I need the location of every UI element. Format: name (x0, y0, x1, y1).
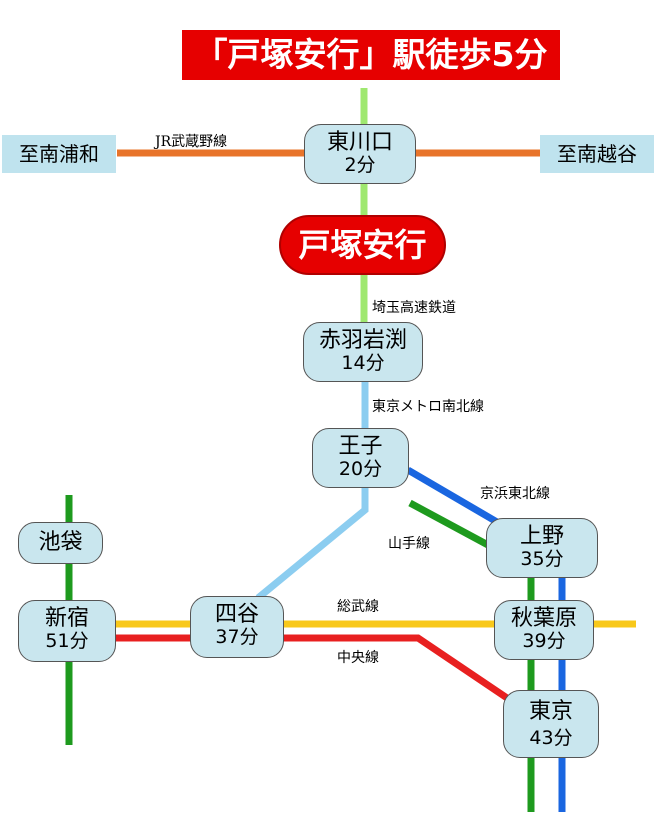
station-tokyo: 東京 43分 (503, 690, 599, 758)
home-station: 戸塚安行 (279, 215, 446, 275)
station-higashikawaguchi: 東川口 2分 (304, 124, 416, 184)
yamanote-line-north (408, 499, 490, 549)
station-time: 43分 (529, 727, 573, 749)
destination-west: 至南浦和 (2, 135, 116, 173)
keihin-tohoku-line (406, 466, 499, 526)
station-ikebukuro: 池袋 (18, 522, 103, 564)
station-name: 池袋 (38, 530, 83, 555)
station-name: 上野 (519, 524, 564, 549)
station-oji: 王子 20分 (312, 428, 409, 488)
station-time: 35分 (520, 548, 564, 570)
label-musashino-line: JR武蔵野線 (155, 134, 228, 150)
station-name: 秋葉原 (510, 606, 577, 631)
destination-east: 至南越谷 (540, 135, 654, 173)
station-name: 王子 (338, 434, 383, 459)
label-chuo-line: 中央線 (337, 650, 379, 666)
station-shinjuku: 新宿 51分 (18, 600, 116, 662)
station-yotsuya: 四谷 37分 (190, 596, 284, 658)
station-name: 四谷 (214, 602, 259, 627)
station-time: 20分 (338, 458, 383, 480)
label-yamanote-line: 山手線 (388, 536, 430, 552)
label-namboku-line: 東京メトロ南北線 (372, 399, 484, 415)
station-name: 東川口 (326, 130, 393, 155)
station-time: 37分 (215, 626, 259, 648)
station-akihabara: 秋葉原 39分 (494, 600, 594, 660)
station-akabaneiwabuchi: 赤羽岩渕 14分 (303, 322, 423, 382)
map-title: 「戸塚安行」駅徒歩5分 (182, 30, 560, 80)
namboku-line (255, 380, 369, 601)
station-name: 新宿 (44, 606, 89, 631)
chuo-line (112, 634, 512, 703)
station-time: 51分 (45, 630, 89, 652)
station-time: 14分 (341, 352, 385, 374)
label-saitama-line: 埼玉高速鉄道 (372, 300, 456, 316)
station-time: 39分 (522, 630, 566, 652)
station-name: 東京 (528, 699, 573, 724)
station-name: 赤羽岩渕 (318, 328, 407, 353)
label-sobu-line: 総武線 (337, 599, 379, 615)
station-ueno: 上野 35分 (486, 518, 598, 578)
label-keihin-tohoku-line: 京浜東北線 (480, 486, 550, 502)
station-time: 2分 (344, 154, 376, 176)
